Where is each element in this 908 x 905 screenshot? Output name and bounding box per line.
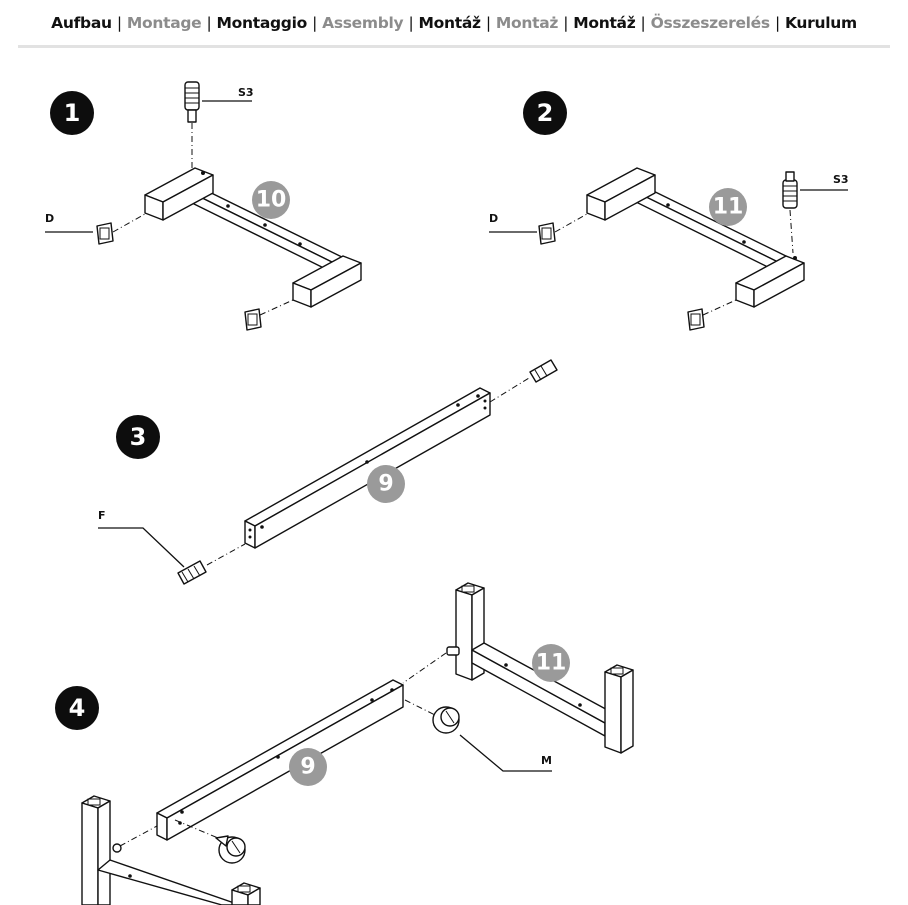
beam-part-9 bbox=[244, 387, 491, 549]
step-2-number: 2 bbox=[537, 99, 554, 127]
part-number-10: 10 bbox=[256, 188, 287, 213]
header-item-tr: Kurulum bbox=[784, 14, 857, 32]
part-number-9: 9 bbox=[300, 755, 315, 780]
header-item-cz: Montáž bbox=[418, 14, 482, 32]
step-3-number: 3 bbox=[130, 423, 147, 451]
header-item-en: Assembly bbox=[322, 14, 404, 32]
step-3-badge bbox=[116, 415, 160, 459]
screw-s3-icon bbox=[782, 171, 798, 254]
frame-part-11-standing bbox=[402, 582, 634, 754]
frame-part-10 bbox=[144, 167, 362, 308]
step-4-number: 4 bbox=[69, 694, 86, 722]
step-1: 1 S3 bbox=[45, 81, 362, 331]
part-badge-11 bbox=[532, 644, 570, 682]
dowel-f-icon bbox=[177, 359, 558, 585]
step-1-number: 1 bbox=[64, 99, 81, 127]
header-item-hu: Összeszerelés bbox=[650, 14, 771, 32]
header-rule bbox=[18, 45, 890, 48]
header-item-de: Aufbau bbox=[51, 14, 112, 32]
header-separator: | bbox=[116, 14, 122, 32]
header-separator: | bbox=[563, 14, 569, 32]
step-2-badge bbox=[523, 91, 567, 135]
step-4: 4 11 bbox=[55, 582, 634, 905]
label-f: F bbox=[98, 509, 106, 522]
part-number-11: 11 bbox=[713, 195, 744, 220]
header-item-pl: Montaż bbox=[495, 14, 559, 32]
part-number-11: 11 bbox=[536, 651, 567, 676]
header-separator: | bbox=[640, 14, 646, 32]
part-number-9: 9 bbox=[378, 472, 393, 497]
frame-part-bottom-left bbox=[81, 795, 261, 905]
step-2: 2 11 S3 bbox=[489, 91, 849, 331]
cam-fitting-m-icon bbox=[215, 706, 460, 864]
frame-part-11 bbox=[586, 167, 805, 308]
beam-part-9 bbox=[156, 679, 436, 841]
step-1-badge bbox=[50, 91, 94, 135]
page-header: Aufbau | Montage | Montaggio | Assembly … bbox=[0, 14, 908, 32]
step-3: 3 9 F bbox=[98, 359, 558, 585]
label-s3: S3 bbox=[833, 173, 849, 186]
cap-d-icon bbox=[96, 213, 294, 331]
header-item-it: Montaggio bbox=[216, 14, 308, 32]
part-badge-9 bbox=[367, 465, 405, 503]
step-4-badge bbox=[55, 686, 99, 730]
header-separator: | bbox=[206, 14, 212, 32]
part-badge-11 bbox=[709, 188, 747, 226]
header-separator: | bbox=[312, 14, 318, 32]
part-badge-10 bbox=[252, 181, 290, 219]
header-separator: | bbox=[774, 14, 780, 32]
label-d: D bbox=[489, 212, 498, 225]
part-badge-9 bbox=[289, 748, 327, 786]
label-d: D bbox=[45, 212, 54, 225]
header-separator: | bbox=[485, 14, 491, 32]
label-s3: S3 bbox=[238, 86, 254, 99]
header-separator: | bbox=[408, 14, 414, 32]
cap-d-icon bbox=[538, 213, 737, 331]
label-m: M bbox=[541, 754, 552, 767]
screw-s3-icon bbox=[184, 81, 200, 170]
header-item-sk: Montáž bbox=[573, 14, 636, 32]
header-item-fr: Montage bbox=[126, 14, 202, 32]
